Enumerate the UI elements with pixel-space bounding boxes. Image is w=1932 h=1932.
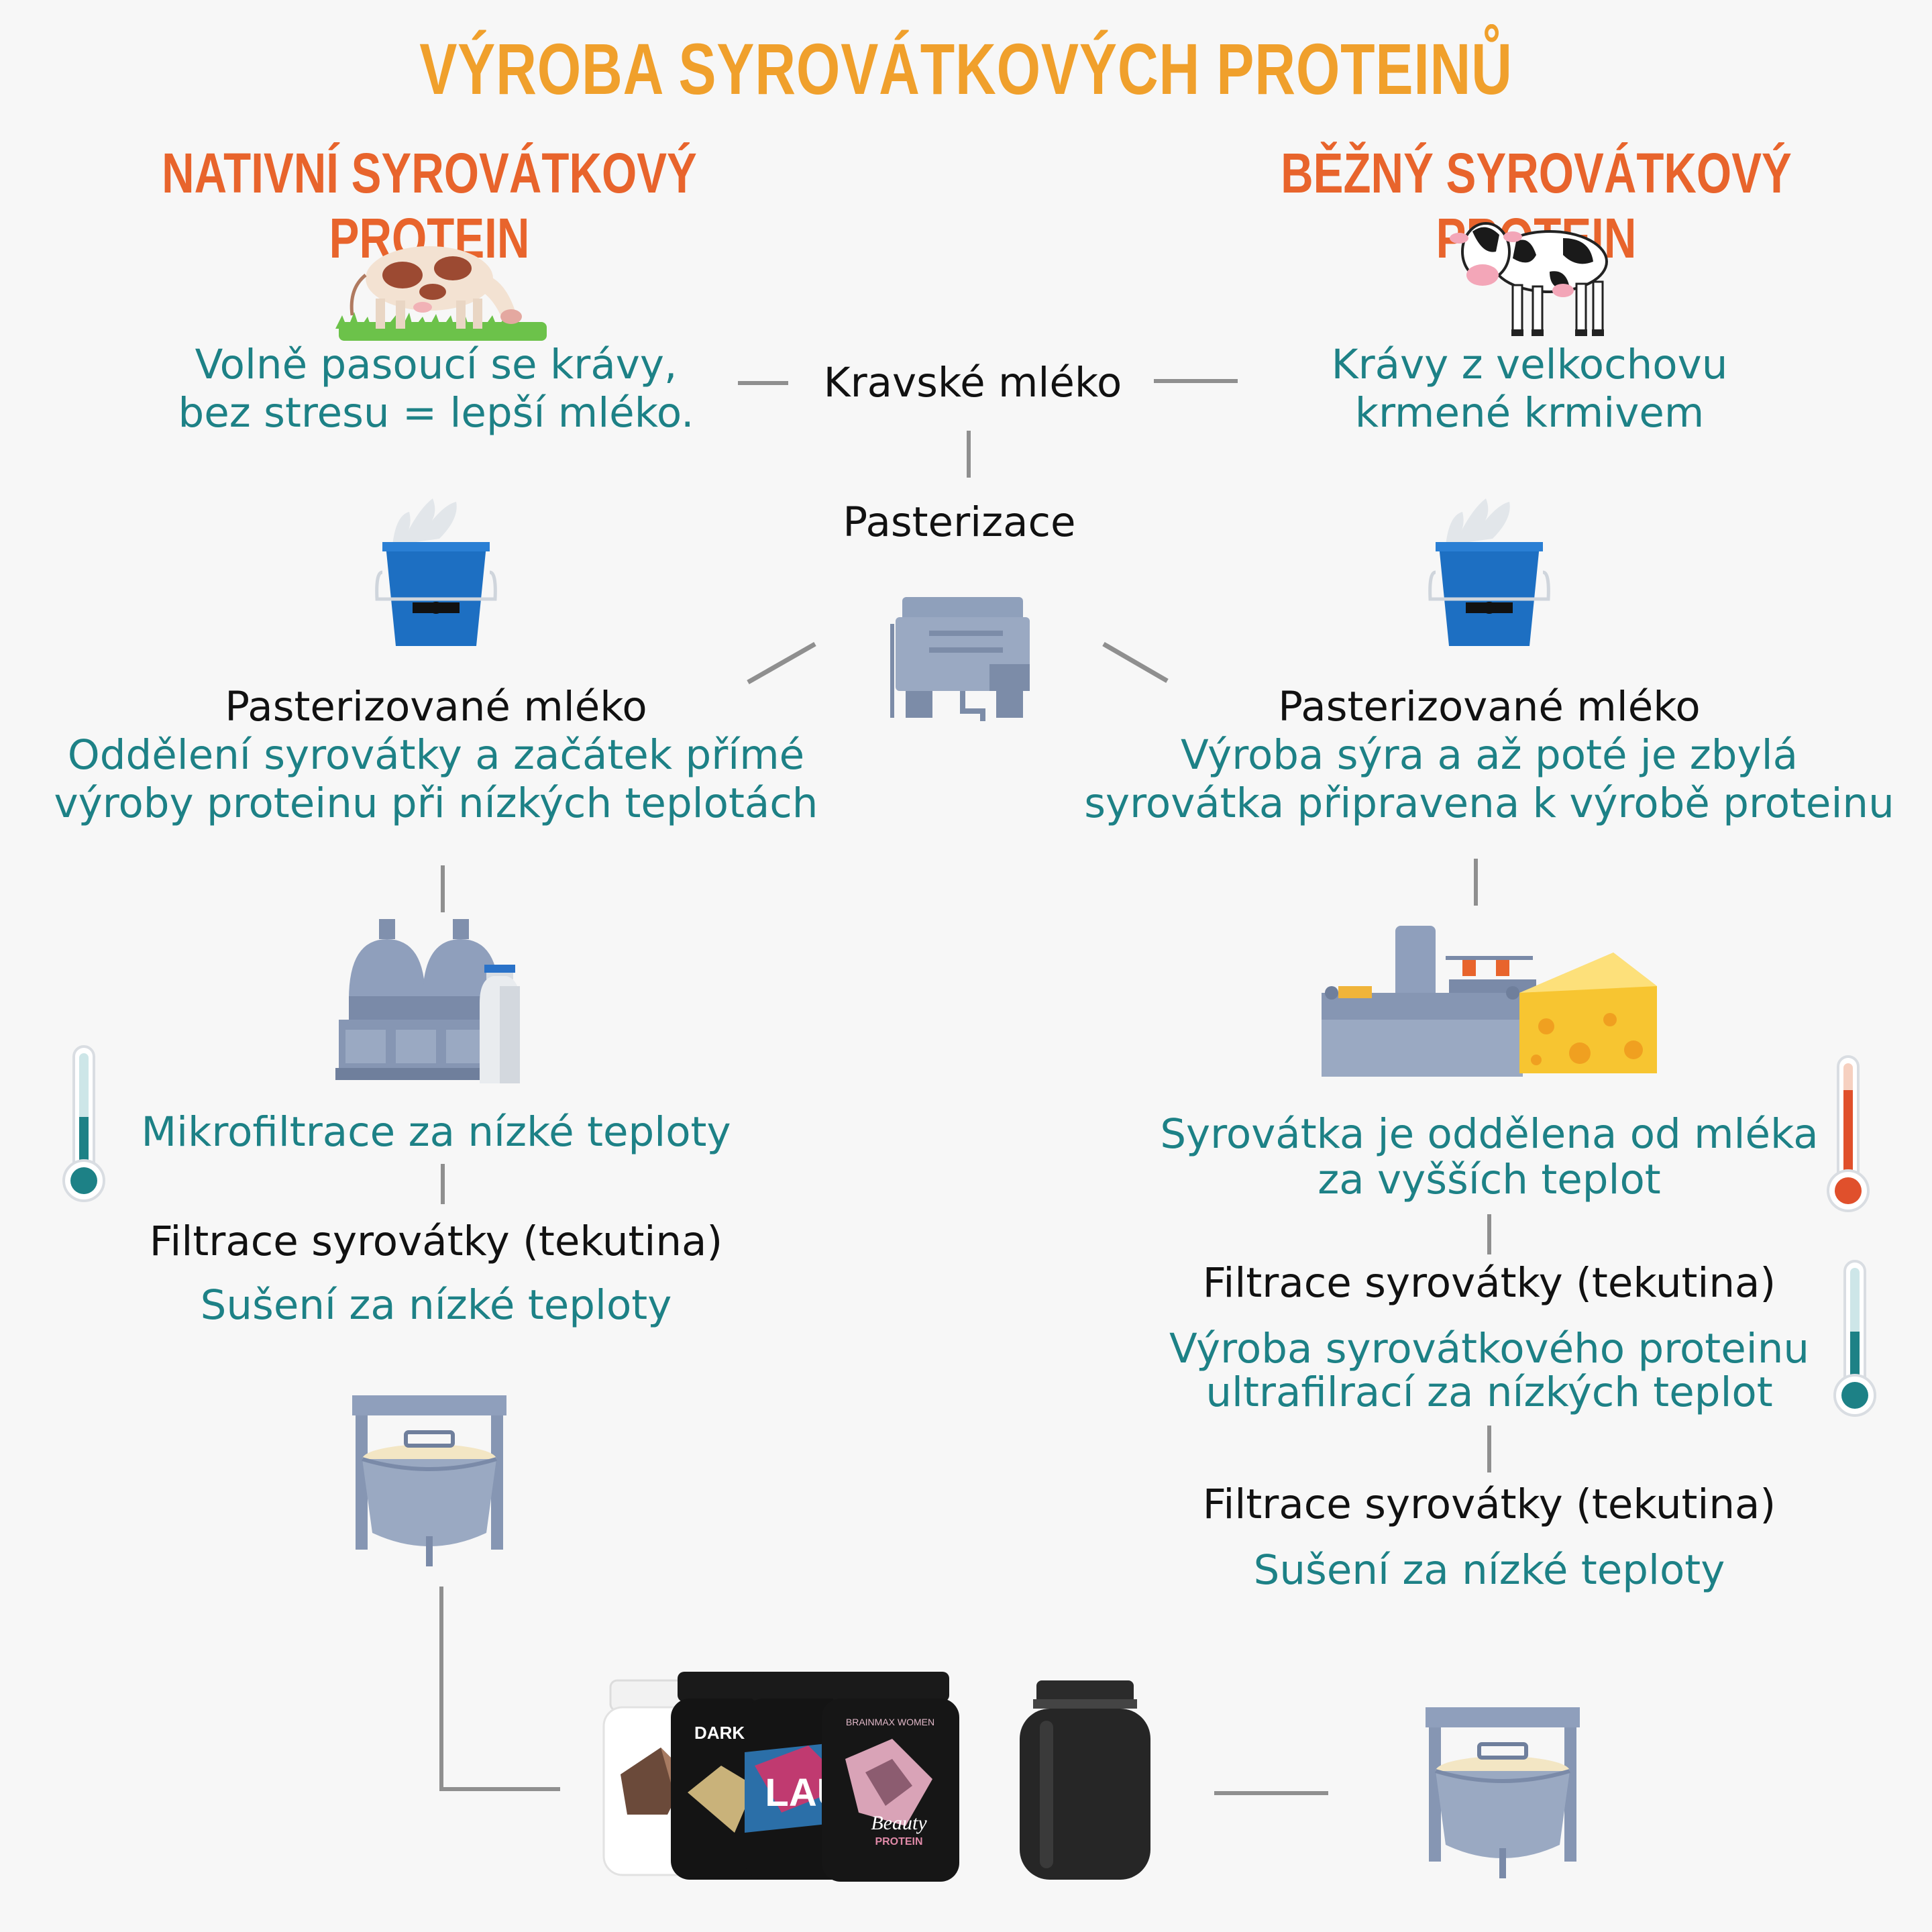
right-separation-line-2: za vyšších teplot <box>1318 1156 1661 1203</box>
right-cheese-line-1: Výroba sýra a až poté je zbylá <box>1181 731 1798 779</box>
connector-line <box>738 381 788 385</box>
jar-brand: BRAINMAX WOMEN <box>846 1717 934 1727</box>
connector-line <box>1474 859 1478 906</box>
cheese-factory-icon <box>1322 926 1657 1077</box>
left-column-heading: NATIVNÍ SYROVÁTKOVÝ PROTEIN <box>162 142 697 270</box>
right-cheese-line-2: syrovátka připravena k výrobě proteinu <box>1084 780 1894 827</box>
connector-line <box>1214 1791 1328 1795</box>
thermometer-icon <box>1827 1055 1870 1212</box>
thermometer-icon <box>1833 1260 1876 1417</box>
pasteurization-label: Pasterizace <box>843 498 1076 546</box>
milk-bucket-icon <box>375 498 497 646</box>
left-filtration-label: Filtrace syrovátky (tekutina) <box>149 1218 723 1265</box>
thermometer-icon <box>62 1045 105 1202</box>
right-cows-line-1: Krávy z velkochovu <box>1331 341 1728 388</box>
right-separation-line-1: Syrovátka je oddělena od mléka <box>1160 1110 1819 1158</box>
right-filtration-1-label: Filtrace syrovátky (tekutina) <box>1202 1259 1776 1307</box>
right-pasteurized-milk-label: Pasterizované mléko <box>1278 683 1701 731</box>
milk-bucket-icon <box>1428 498 1550 646</box>
connector-line <box>1487 1214 1491 1254</box>
connector-line <box>747 641 816 685</box>
dairy-cow-icon <box>1450 222 1608 336</box>
protein-jar-icon: BRAINMAX WOMEN Beauty PROTEIN <box>822 1672 959 1882</box>
left-cows-line-1: Volně pasoucí se krávy, <box>195 341 678 388</box>
pasteurizer-icon <box>890 597 1030 721</box>
connector-line <box>439 1787 560 1791</box>
left-cows-line-2: bez stresu = lepší mléko. <box>178 389 694 437</box>
left-microfiltration-label: Mikrofiltrace za nízké teploty <box>141 1108 731 1156</box>
connector-line <box>439 1587 443 1791</box>
whey-vat-icon <box>352 1395 506 1566</box>
connector-line <box>1154 379 1238 383</box>
left-separation-line-1: Oddělení syrovátky a začátek přímé <box>67 731 805 779</box>
jar-sub: PROTEIN <box>875 1836 922 1847</box>
right-cows-line-2: krmené krmivem <box>1354 389 1705 437</box>
connector-line <box>441 1164 445 1204</box>
left-pasteurized-milk-label: Pasterizované mléko <box>225 683 647 731</box>
right-ultrafiltration-line-2: ultrafilrací za nízkých teplot <box>1205 1368 1773 1416</box>
connector-line <box>1487 1426 1491 1472</box>
right-drying-label: Sušení za nízké teploty <box>1253 1546 1725 1594</box>
left-drying-label: Sušení za nízké teploty <box>200 1281 672 1329</box>
page-title: VÝROBA SYROVÁTKOVÝCH PROTEINŮ <box>419 28 1513 109</box>
cow-milk-label: Kravské mléko <box>823 359 1122 407</box>
protein-jar-icon <box>1020 1680 1150 1880</box>
grazing-cow-icon <box>335 246 547 341</box>
connector-line <box>441 865 445 912</box>
jar-label: Beauty <box>871 1812 927 1834</box>
left-separation-line-2: výroby proteinu při nízkých teplotách <box>54 780 818 827</box>
right-filtration-2-label: Filtrace syrovátky (tekutina) <box>1202 1481 1776 1528</box>
connector-line <box>1102 641 1169 684</box>
milk-plant-icon <box>335 919 520 1083</box>
whey-vat-icon <box>1426 1707 1580 1878</box>
right-ultrafiltration-line-1: Výroba syrovátkového proteinu <box>1169 1325 1810 1373</box>
connector-line <box>967 431 971 478</box>
